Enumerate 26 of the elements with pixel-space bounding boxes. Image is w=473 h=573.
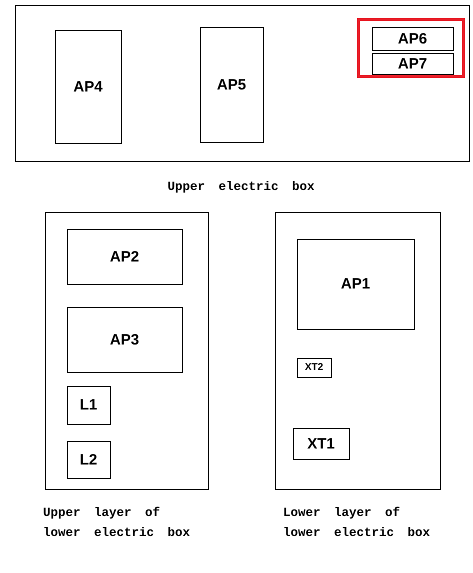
box-caption: Upper layer of lower electric box bbox=[43, 505, 192, 542]
component-box bbox=[66, 440, 110, 478]
box-label: AP1 bbox=[340, 276, 372, 292]
component-box bbox=[372, 27, 454, 51]
component-box bbox=[296, 358, 332, 378]
component-box bbox=[292, 428, 350, 460]
box-label: XT1 bbox=[306, 436, 336, 451]
component-box bbox=[54, 30, 122, 144]
component-box bbox=[200, 26, 264, 142]
box-label: AP2 bbox=[108, 249, 140, 264]
box-caption: Upper electric box bbox=[166, 179, 316, 196]
component-box bbox=[66, 228, 182, 284]
component-box bbox=[66, 306, 182, 372]
box-label: L2 bbox=[78, 452, 98, 467]
component-box bbox=[296, 238, 414, 330]
box-label: AP4 bbox=[72, 79, 104, 94]
component-box bbox=[66, 386, 110, 424]
component-box bbox=[372, 53, 454, 75]
box-label: AP7 bbox=[396, 56, 428, 72]
box-label: XT2 bbox=[304, 362, 324, 372]
box-label: AP5 bbox=[216, 77, 248, 92]
box-label: L1 bbox=[78, 398, 98, 412]
box-label: AP3 bbox=[108, 332, 140, 347]
box-label: AP6 bbox=[396, 32, 428, 46]
highlight-frame bbox=[357, 18, 465, 78]
box-caption: Lower layer of lower electric box bbox=[283, 505, 432, 542]
